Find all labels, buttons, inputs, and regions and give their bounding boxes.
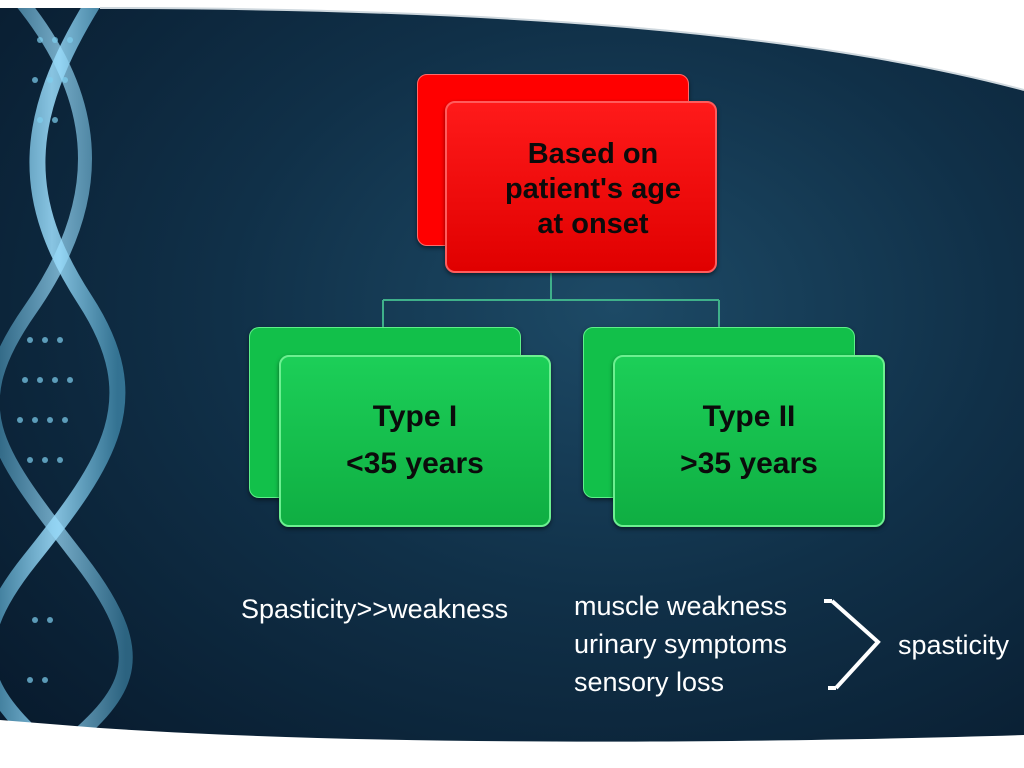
root-line-2: patient's age <box>504 173 682 205</box>
root-line-1: Based on <box>527 138 659 170</box>
root-node-box: Based on patient's age at onset <box>445 101 717 273</box>
list-item: muscle weakness <box>574 591 788 621</box>
list-item: sensory loss <box>574 667 725 697</box>
type2-title: Type II <box>702 400 796 433</box>
type1-title: Type I <box>372 400 458 433</box>
type1-age: <35 years <box>346 447 484 480</box>
type1-note: Spasticity>>weakness <box>241 594 509 624</box>
type2-symptom-list: muscle weakness urinary symptoms sensory… <box>574 587 787 701</box>
list-item: urinary symptoms <box>574 629 788 659</box>
dna-helix-image <box>0 0 133 768</box>
type1-node-text: Type I <35 years <box>281 395 549 489</box>
type2-node-text: Type II >35 years <box>615 395 883 489</box>
type2-age: >35 years <box>680 447 818 480</box>
type2-comparison-note: spasticity <box>898 630 1010 660</box>
root-node-text: Based on patient's age at onset <box>471 137 715 242</box>
root-line-3: at onset <box>537 208 649 240</box>
type2-node-box: Type II >35 years <box>613 355 885 527</box>
type1-node-box: Type I <35 years <box>279 355 551 527</box>
